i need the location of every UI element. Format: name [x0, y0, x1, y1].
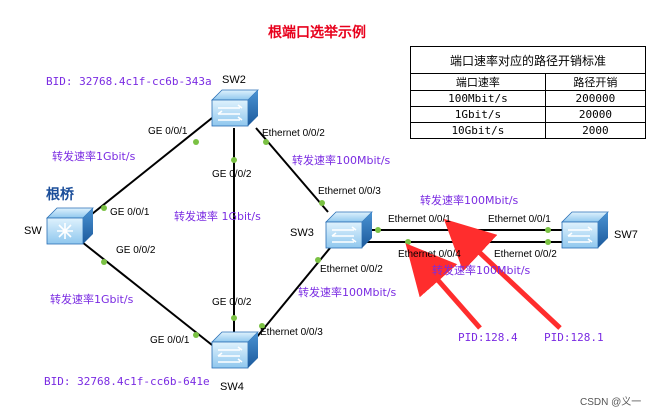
- pid-label-4: PID:128.4: [458, 331, 518, 344]
- port-dot: [263, 139, 269, 145]
- cost-table-caption: 端口速率对应的路径开销标准: [410, 46, 646, 74]
- sw4-bid: BID: 32768.4c1f-cc6b-641e: [44, 375, 210, 388]
- switch-sw3-icon: [325, 211, 373, 249]
- port-label: Ethernet 0/0/2: [494, 249, 557, 260]
- port-dot: [101, 205, 107, 211]
- table-cell: 2000: [544, 122, 647, 139]
- link-speed-label: 转发速率100Mbit/s: [292, 154, 391, 167]
- port-label: Ethernet 0/0/2: [262, 128, 325, 139]
- switch-sw2-icon: [211, 89, 259, 127]
- cost-table-header: 路径开销: [544, 73, 647, 91]
- switch-name-sw3: SW3: [290, 227, 314, 239]
- link-speed-label: 转发速率100Mbit/s: [432, 264, 531, 277]
- port-label: GE 0/0/1: [150, 335, 190, 346]
- port-label: GE 0/0/1: [148, 126, 188, 137]
- root-bridge-label: 根桥: [46, 187, 74, 203]
- switch-sw4-icon: [211, 331, 259, 369]
- port-label: GE 0/0/1: [110, 207, 150, 218]
- sw2-bid: BID: 32768.4c1f-cc6b-343a: [46, 75, 212, 88]
- port-dot: [231, 315, 237, 321]
- path-cost-table: 端口速率对应的路径开销标准 端口速率 路径开销 100Mbit/s 200000…: [410, 46, 647, 139]
- switch-name-sw: SW: [24, 225, 42, 237]
- link-speed-label: 转发速率1Gbit/s: [52, 150, 136, 163]
- arrow-pid-4: [405, 243, 482, 330]
- table-cell: 200000: [544, 90, 647, 107]
- link-sw3-sw4: [255, 247, 331, 339]
- link-sw-sw2: [81, 117, 213, 223]
- port-dot: [259, 323, 265, 329]
- diagram-title: 根端口选举示例: [268, 25, 366, 41]
- link-speed-label: 转发速率100Mbit/s: [298, 286, 397, 299]
- port-dot: [193, 332, 199, 338]
- port-label: Ethernet 0/0/1: [488, 214, 551, 225]
- table-cell: 10Gbit/s: [410, 122, 546, 139]
- port-label: GE 0/0/2: [212, 297, 252, 308]
- table-row: 1Gbit/s 20000: [410, 106, 647, 123]
- port-label: Ethernet 0/0/3: [260, 327, 323, 338]
- port-dot: [193, 139, 199, 145]
- port-label: Ethernet 0/0/2: [320, 264, 383, 275]
- pid-arrows: [405, 218, 562, 330]
- port-dot: [545, 239, 551, 245]
- table-row: 100Mbit/s 200000: [410, 90, 647, 107]
- port-dot: [231, 157, 237, 163]
- table-cell: 100Mbit/s: [410, 90, 546, 107]
- port-dot: [101, 259, 107, 265]
- links: [81, 117, 566, 346]
- switch-sw7-icon: [561, 211, 609, 249]
- pid-label-1: PID:128.1: [544, 331, 604, 344]
- table-cell: 1Gbit/s: [410, 106, 546, 123]
- port-dots: [101, 139, 551, 338]
- port-label: Ethernet 0/0/1: [388, 214, 451, 225]
- port-dot: [315, 257, 321, 263]
- port-dot: [545, 227, 551, 233]
- watermark: CSDN @义一: [580, 397, 642, 408]
- link-speed-label: 转发速率1Gbit/s: [50, 293, 134, 306]
- switch-sw-icon: [46, 207, 94, 245]
- cost-table-header: 端口速率: [410, 73, 546, 91]
- arrow-pid-1: [443, 218, 562, 330]
- port-label: Ethernet 0/0/3: [318, 186, 381, 197]
- switch-name-sw4: SW4: [220, 381, 244, 393]
- table-row: 10Gbit/s 2000: [410, 122, 647, 139]
- table-cell: 20000: [544, 106, 647, 123]
- port-dot: [405, 239, 411, 245]
- port-dot: [319, 200, 325, 206]
- port-label: Ethernet 0/0/4: [398, 249, 461, 260]
- switch-name-sw2: SW2: [222, 74, 246, 86]
- link-speed-label: 转发速率100Mbit/s: [420, 194, 519, 207]
- port-label: GE 0/0/2: [212, 169, 252, 180]
- port-dot: [375, 227, 381, 233]
- port-label: GE 0/0/2: [116, 245, 156, 256]
- link-speed-label: 转发速率 1Gbit/s: [174, 210, 261, 223]
- switch-name-sw7: SW7: [614, 229, 638, 241]
